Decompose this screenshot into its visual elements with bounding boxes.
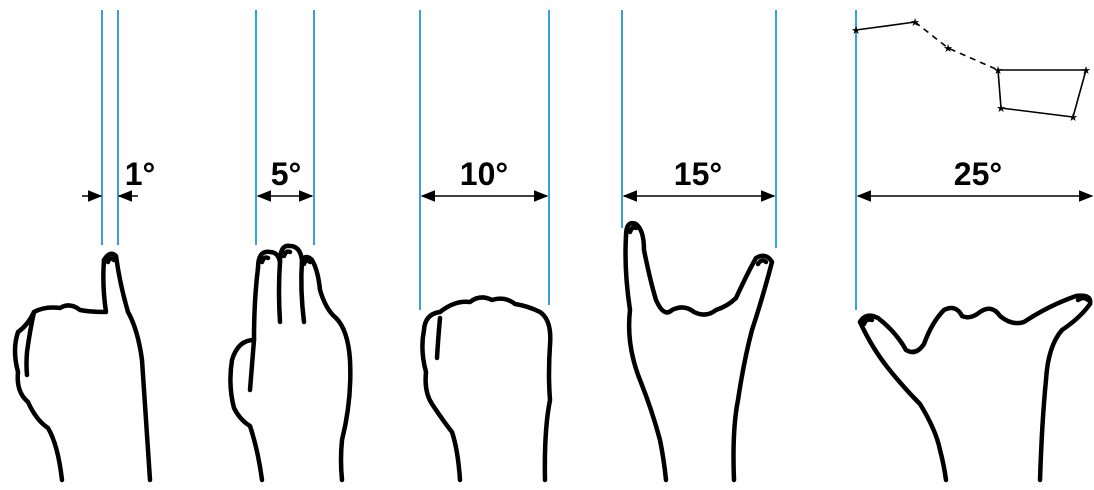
little-finger-hand-icon	[15, 254, 150, 480]
big-dipper-icon: ★ ★ ★ ★ ★ ★ ★	[851, 16, 1091, 124]
shaka-hand-icon	[860, 296, 1090, 480]
measure-25-degrees: 25° ★ ★ ★ ★ ★ ★ ★	[851, 10, 1092, 480]
angle-label: 1°	[125, 156, 156, 192]
measure-10-degrees: 10°	[420, 10, 550, 480]
three-fingers-hand-icon	[230, 246, 350, 480]
constellation-handle-line	[856, 22, 915, 30]
measure-15-degrees: 15°	[622, 10, 776, 480]
star-icon: ★	[851, 24, 861, 37]
star-icon: ★	[943, 42, 953, 55]
measure-5-degrees: 5°	[230, 10, 350, 480]
constellation-bowl-outline	[998, 70, 1086, 117]
horns-hand-icon	[626, 223, 773, 480]
angle-label: 5°	[271, 156, 302, 192]
star-icon: ★	[1068, 111, 1078, 124]
angle-label: 15°	[674, 156, 722, 192]
measure-1-degree: 1°	[15, 10, 155, 480]
star-icon: ★	[996, 102, 1006, 115]
fist-hand-icon	[422, 297, 550, 480]
star-icon: ★	[993, 64, 1003, 77]
angle-label: 10°	[460, 156, 508, 192]
constellation-handle-dashed-line	[915, 22, 998, 70]
angle-label: 25°	[954, 156, 1002, 192]
star-icon: ★	[1081, 64, 1091, 77]
star-icon: ★	[910, 16, 920, 29]
